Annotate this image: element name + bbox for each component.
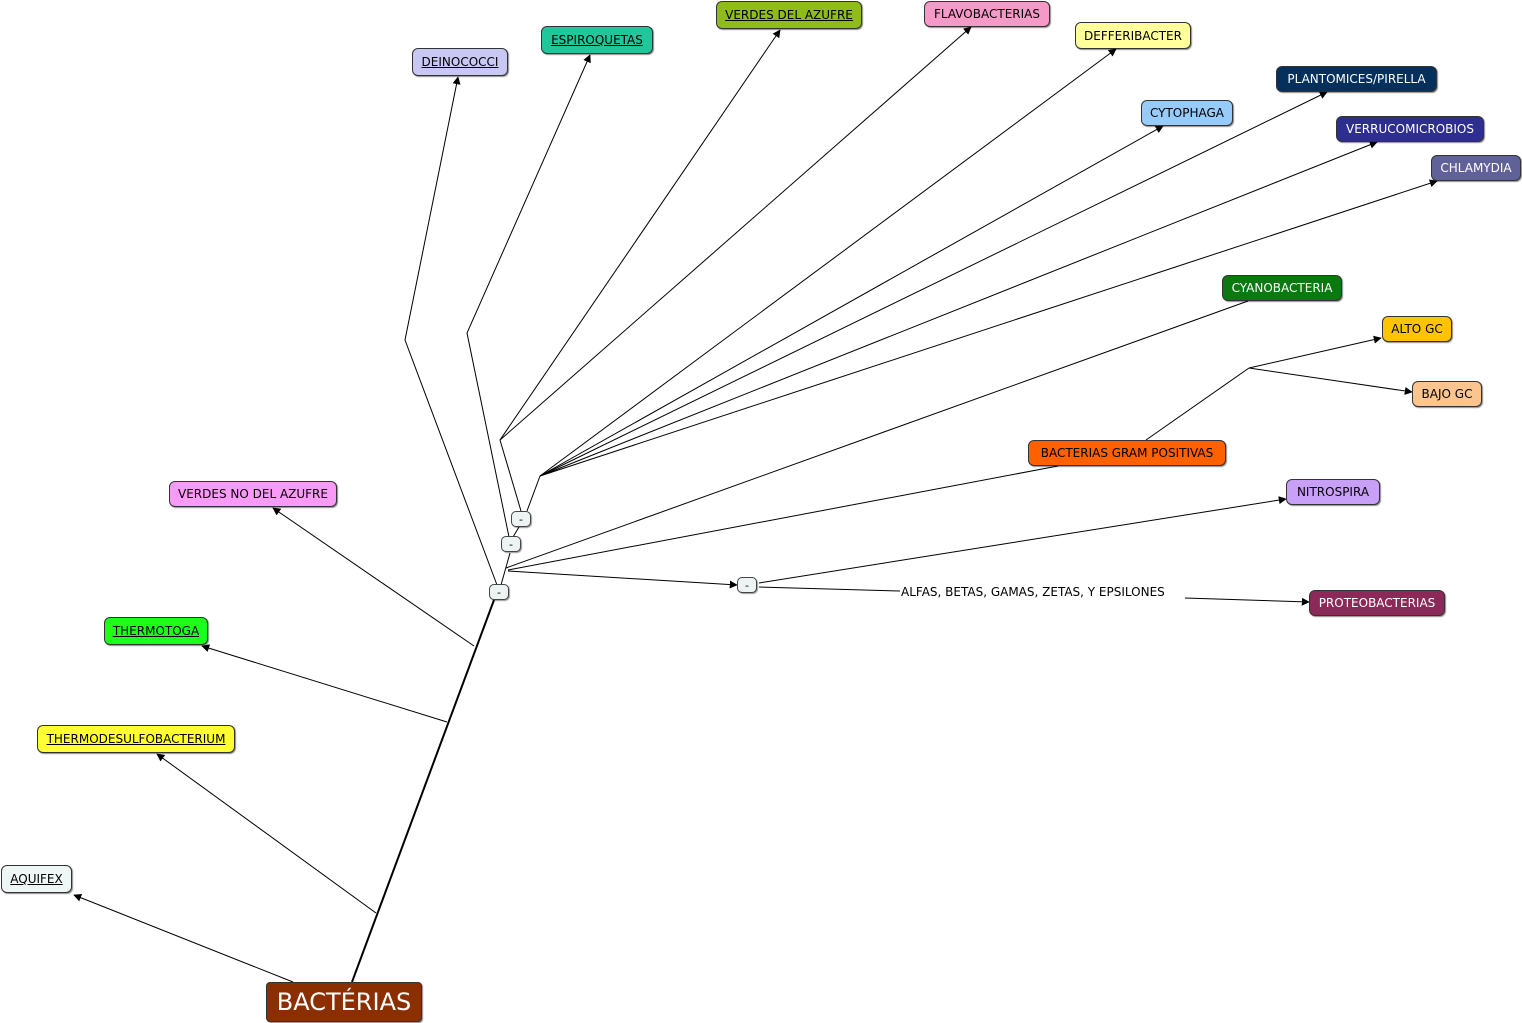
edge-proteobacterias-a [758, 586, 901, 592]
edge-thermodesulfobacterium [156, 753, 377, 914]
joint-proteo[interactable]: - [737, 577, 757, 593]
edge-alto-gc [1248, 335, 1382, 369]
node-bacterias-gram-positivas[interactable]: BACTERIAS GRAM POSITIVAS [1028, 440, 1226, 466]
node-aquifex[interactable]: AQUIFEX [1, 865, 72, 893]
node-label: ALTO GC [1391, 322, 1443, 336]
edge-joint-upper-top [512, 526, 520, 538]
node-bacterias[interactable]: BACTÉRIAS [266, 982, 422, 1022]
trunk-line [351, 599, 495, 983]
node-cytophaga[interactable]: CYTOPHAGA [1141, 100, 1233, 126]
edge-verrucomicrobios [539, 140, 1378, 477]
edge-nitrospira [758, 496, 1287, 584]
node-label: AQUIFEX [10, 872, 63, 886]
edge-espiroquetas [466, 54, 591, 538]
node-bajo-gc[interactable]: BAJO GC [1412, 381, 1482, 407]
node-deinococci[interactable]: DEINOCOCCI [412, 48, 508, 76]
joint-upper[interactable]: - [501, 536, 521, 552]
proteobacterias-link-label: ALFAS, BETAS, GAMAS, ZETAS, Y EPSILONES [901, 585, 1165, 599]
edge-cyanobacteria [505, 300, 1249, 569]
node-label: BACTERIAS GRAM POSITIVAS [1040, 446, 1214, 460]
node-label: DEFFERIBACTER [1084, 28, 1182, 43]
edge-verdes-azufre [499, 29, 781, 512]
node-espiroquetas[interactable]: ESPIROQUETAS [541, 26, 653, 54]
node-label: VERDES NO DEL AZUFRE [178, 487, 328, 501]
node-label: THERMODESULFOBACTERIUM [46, 732, 226, 746]
node-label: PLANTOMICES/PIRELLA [1287, 72, 1426, 86]
node-nitrospira[interactable]: NITROSPIRA [1286, 479, 1380, 505]
node-label: VERDES DEL AZUFRE [725, 8, 853, 22]
node-label: FLAVOBACTERIAS [934, 7, 1040, 21]
edge-gram-split [1145, 367, 1250, 441]
edge-deinococci [404, 76, 498, 586]
edge-verdes-no-azufre [272, 507, 475, 647]
edge-thermotoga [201, 644, 448, 723]
joint-main[interactable]: - [489, 584, 509, 600]
edge-aquifex [73, 893, 294, 983]
node-label: BACTÉRIAS [276, 988, 412, 1016]
node-verdes-del-azufre[interactable]: VERDES DEL AZUFRE [716, 1, 862, 29]
node-flavobacterias[interactable]: FLAVOBACTERIAS [924, 1, 1050, 27]
node-chlamydia[interactable]: CHLAMYDIA [1431, 155, 1521, 181]
node-label: DEINOCOCCI [421, 55, 499, 69]
edge-flavobacterias [499, 26, 972, 441]
node-label: THERMOTOGA [112, 624, 200, 638]
joint-top[interactable]: - [511, 511, 531, 527]
node-proteobacterias[interactable]: PROTEOBACTERIAS [1309, 590, 1445, 616]
edge-plantomices [539, 91, 1328, 477]
node-label: CHLAMYDIA [1440, 161, 1512, 175]
node-label: PROTEOBACTERIAS [1318, 596, 1436, 610]
edge-defferibacter [539, 48, 1117, 477]
node-thermotoga[interactable]: THERMOTOGA [104, 617, 208, 645]
node-label: NITROSPIRA [1296, 485, 1370, 499]
node-cyanobacteria[interactable]: CYANOBACTERIA [1222, 275, 1342, 301]
edge-gram-positivas [507, 465, 1059, 571]
node-verdes-no-del-azufre[interactable]: VERDES NO DEL AZUFRE [169, 481, 337, 507]
edge-cytophaga [539, 125, 1164, 477]
edge-joint-main-upper [500, 552, 511, 586]
edge-top-hub [526, 475, 541, 512]
edge-to-proteo-joint [507, 570, 738, 589]
edge-bajo-gc [1248, 367, 1413, 395]
node-thermodesulfobacterium[interactable]: THERMODESULFOBACTERIUM [37, 725, 235, 753]
node-label: BAJO GC [1421, 387, 1473, 401]
node-plantomices-pirella[interactable]: PLANTOMICES/PIRELLA [1276, 66, 1437, 92]
node-label: ESPIROQUETAS [551, 33, 643, 47]
node-verrucomicrobios[interactable]: VERRUCOMICROBIOS [1336, 116, 1484, 142]
node-label: VERRUCOMICROBIOS [1346, 122, 1474, 136]
edge-proteobacterias-b [1184, 597, 1310, 606]
node-label: CYTOPHAGA [1149, 106, 1225, 120]
edge-chlamydia [539, 179, 1438, 477]
node-defferibacter[interactable]: DEFFERIBACTER [1075, 22, 1191, 49]
node-label: CYANOBACTERIA [1231, 281, 1333, 295]
node-alto-gc[interactable]: ALTO GC [1382, 316, 1452, 342]
